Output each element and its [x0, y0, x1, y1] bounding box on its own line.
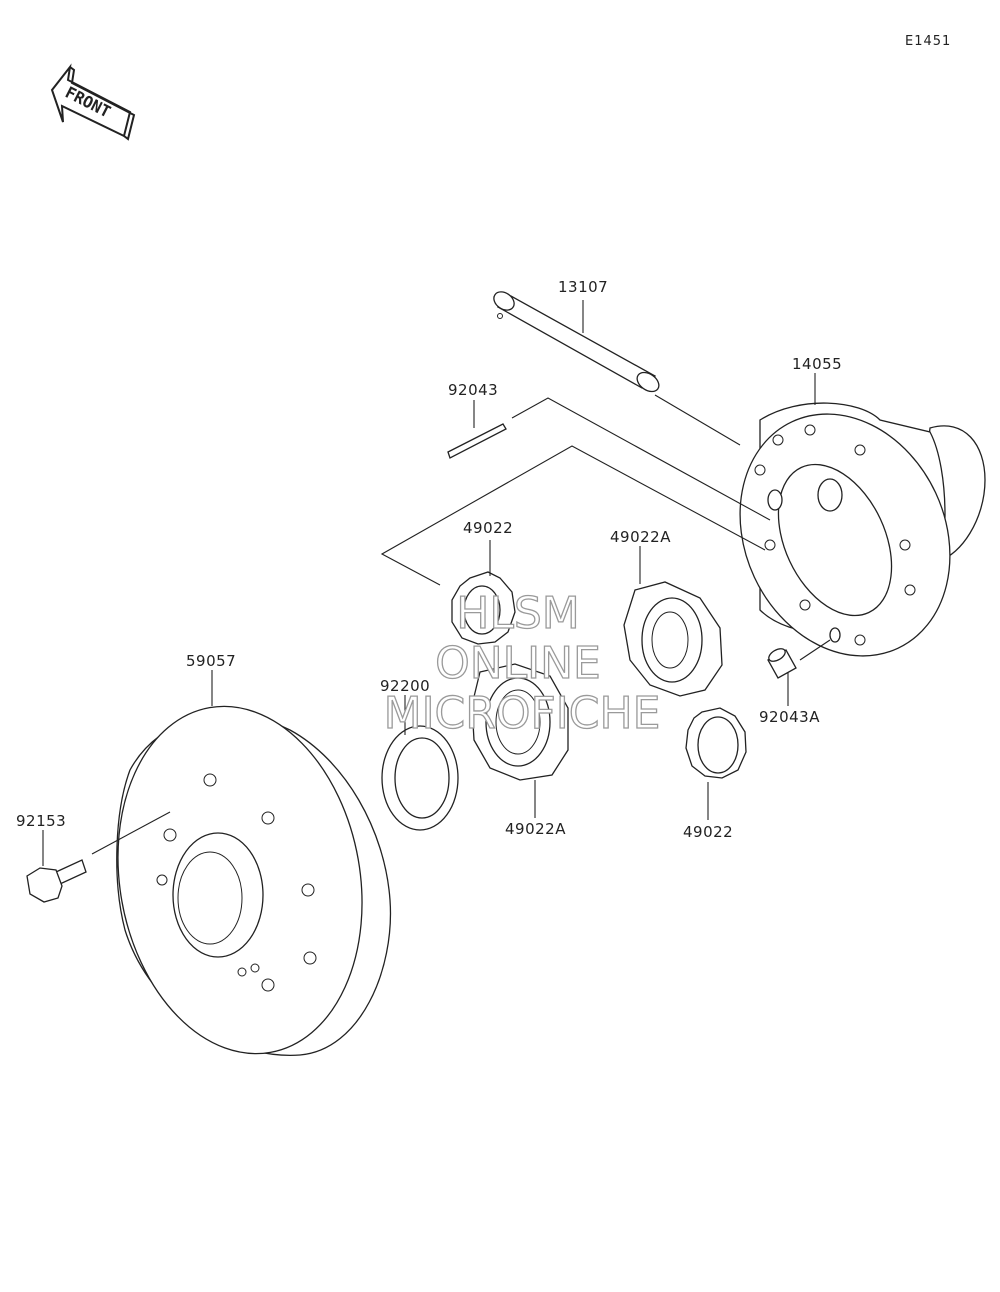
leader-lines: [42, 300, 831, 866]
pin-92043: [447, 423, 507, 459]
watermark: HLSM ONLINE MICROFICHE: [383, 587, 661, 739]
front-arrow-icon: FRONT: [50, 63, 136, 141]
part-label-49022A-lower: 49022A: [505, 820, 566, 838]
part-label-92043: 92043: [448, 381, 498, 399]
diagram-code: E1451: [905, 34, 951, 49]
part-label-14055: 14055: [792, 355, 842, 373]
washer-92200: [381, 725, 459, 831]
differential-case-14055: [739, 402, 986, 657]
part-label-59057: 59057: [186, 652, 236, 670]
part-label-92153: 92153: [16, 812, 66, 830]
pinion-gear-49022-lower: [685, 707, 747, 779]
bolt-92153: [26, 859, 87, 903]
side-gear-49022A-lower: [471, 663, 569, 781]
ring-gear-59057: [116, 705, 392, 1056]
shaft-13107: [493, 291, 660, 393]
part-label-92043A: 92043A: [759, 708, 820, 726]
watermark-line-3: MICROFICHE: [384, 688, 661, 739]
watermark-line-1: HLSM: [456, 588, 580, 639]
pin-92043A: [767, 648, 797, 679]
side-gear-49022A-upper: [623, 581, 723, 697]
part-label-49022-lower: 49022: [683, 823, 733, 841]
part-label-49022-upper: 49022: [463, 519, 513, 537]
part-label-49022A-upper: 49022A: [610, 528, 671, 546]
watermark-line-2: ONLINE: [435, 638, 601, 689]
part-label-92200: 92200: [380, 677, 430, 695]
part-label-13107: 13107: [558, 278, 608, 296]
pinion-gear-49022-upper: [451, 571, 516, 645]
